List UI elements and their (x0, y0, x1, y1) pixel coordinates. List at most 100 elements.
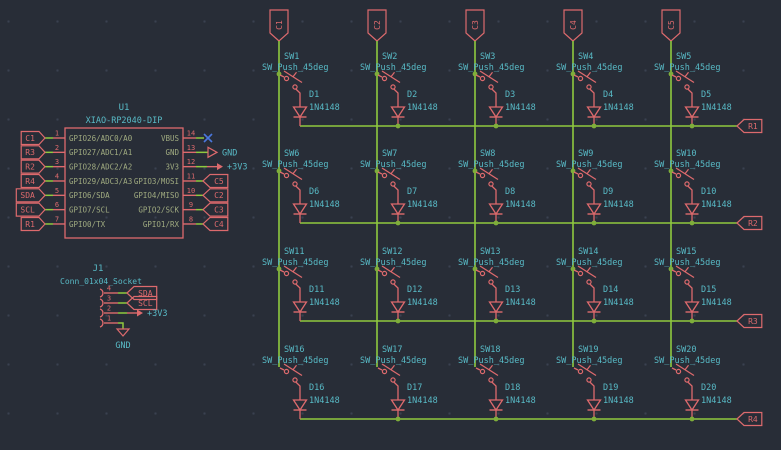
switch-value-sw20[interactable]: SW_Push_45deg (654, 356, 721, 366)
hier-label-scl[interactable]: SCL (15, 202, 46, 217)
connector-pin-4[interactable]: 4 (99, 285, 118, 298)
hier-label-c5[interactable]: C5 (202, 173, 229, 189)
power-symbol-3v3[interactable]: +3V3 (207, 163, 247, 173)
diode-d12[interactable] (390, 301, 406, 321)
hier-label-j1-sda[interactable]: SDA (126, 285, 158, 301)
switch-value-sw8[interactable]: SW_Push_45deg (458, 160, 525, 170)
switch-value-sw7[interactable]: SW_Push_45deg (360, 160, 427, 170)
switch-sw20[interactable] (671, 363, 695, 400)
diode-value-d6[interactable]: 1N4148 (309, 200, 340, 210)
switch-sw14[interactable] (573, 265, 597, 302)
diode-d19[interactable] (586, 399, 602, 419)
diode-ref-d11[interactable]: D11 (309, 285, 324, 295)
junction-dot[interactable] (689, 416, 695, 422)
label-c2-top[interactable]: C2 (367, 9, 387, 42)
switch-ref-sw8[interactable]: SW8 (480, 149, 495, 159)
power-symbol-gnd[interactable]: GND (207, 146, 237, 159)
hier-label-r4[interactable]: R4 (20, 173, 46, 189)
label-r1[interactable]: R1 (736, 118, 763, 134)
diode-value-d1[interactable]: 1N4148 (309, 103, 340, 113)
junction-dot[interactable] (395, 416, 401, 422)
switch-ref-sw15[interactable]: SW15 (676, 247, 696, 257)
diode-ref-d20[interactable]: D20 (701, 383, 716, 393)
switch-sw9[interactable] (573, 167, 597, 204)
label-r3[interactable]: R3 (736, 313, 763, 329)
power-symbol-j1-3v3[interactable]: +3V3 (127, 309, 167, 319)
switch-ref-sw13[interactable]: SW13 (480, 247, 500, 257)
junction-dot[interactable] (493, 318, 499, 324)
switch-ref-sw5[interactable]: SW5 (676, 52, 691, 62)
diode-value-d9[interactable]: 1N4148 (603, 200, 634, 210)
diode-d18[interactable] (488, 399, 504, 419)
junction-dot[interactable] (591, 123, 597, 129)
hier-label-c4[interactable]: C4 (202, 216, 229, 232)
mcu-value[interactable]: XIAO-RP2040-DIP (86, 116, 163, 126)
diode-d8[interactable] (488, 203, 504, 223)
switch-sw4[interactable] (573, 70, 597, 107)
diode-value-d19[interactable]: 1N4148 (603, 396, 634, 406)
switch-ref-sw1[interactable]: SW1 (284, 52, 299, 62)
hier-label-j1-scl[interactable]: SCL (126, 295, 158, 311)
no-connect-icon[interactable] (203, 133, 213, 143)
label-c3-top[interactable]: C3 (465, 9, 485, 42)
switch-value-sw9[interactable]: SW_Push_45deg (556, 160, 623, 170)
switch-ref-sw3[interactable]: SW3 (480, 52, 495, 62)
switch-ref-sw6[interactable]: SW6 (284, 149, 299, 159)
diode-value-d3[interactable]: 1N4148 (505, 103, 536, 113)
connector-pin-2[interactable]: 2 (99, 305, 118, 318)
diode-d3[interactable] (488, 106, 504, 126)
switch-value-sw14[interactable]: SW_Push_45deg (556, 258, 623, 268)
diode-value-d17[interactable]: 1N4148 (407, 396, 438, 406)
switch-sw13[interactable] (475, 265, 499, 302)
diode-ref-d3[interactable]: D3 (505, 90, 515, 100)
diode-ref-d2[interactable]: D2 (407, 90, 417, 100)
diode-value-d2[interactable]: 1N4148 (407, 103, 438, 113)
switch-value-sw18[interactable]: SW_Push_45deg (458, 356, 525, 366)
switch-ref-sw10[interactable]: SW10 (676, 149, 696, 159)
switch-sw7[interactable] (377, 167, 401, 204)
diode-value-d10[interactable]: 1N4148 (701, 200, 732, 210)
switch-ref-sw7[interactable]: SW7 (382, 149, 397, 159)
junction-dot[interactable] (591, 416, 597, 422)
diode-d16[interactable] (292, 399, 308, 419)
diode-d14[interactable] (586, 301, 602, 321)
diode-ref-d10[interactable]: D10 (701, 187, 716, 197)
switch-value-sw3[interactable]: SW_Push_45deg (458, 63, 525, 73)
label-c1-top[interactable]: C1 (269, 9, 289, 42)
label-c5-top[interactable]: C5 (661, 9, 681, 42)
label-r2[interactable]: R2 (736, 215, 763, 231)
hier-label-sda[interactable]: SDA (15, 188, 46, 203)
diode-d1[interactable] (292, 106, 308, 126)
switch-sw5[interactable] (671, 70, 695, 107)
switch-sw11[interactable] (279, 265, 303, 302)
switch-ref-sw17[interactable]: SW17 (382, 345, 402, 355)
diode-ref-d12[interactable]: D12 (407, 285, 422, 295)
junction-dot[interactable] (493, 123, 499, 129)
switch-sw8[interactable] (475, 167, 499, 204)
diode-ref-d18[interactable]: D18 (505, 383, 520, 393)
diode-value-d18[interactable]: 1N4148 (505, 396, 536, 406)
diode-value-d20[interactable]: 1N4148 (701, 396, 732, 406)
switch-ref-sw12[interactable]: SW12 (382, 247, 402, 257)
switch-value-sw19[interactable]: SW_Push_45deg (556, 356, 623, 366)
mcu-symbol-u1[interactable]: U1XIAO-RP2040-DIP1GPIO26/ADC0/A02GPIO27/… (45, 103, 196, 239)
diode-d2[interactable] (390, 106, 406, 126)
diode-value-d11[interactable]: 1N4148 (309, 298, 340, 308)
hier-label-c1[interactable]: C1 (20, 130, 46, 146)
diode-ref-d5[interactable]: D5 (701, 90, 711, 100)
hier-label-c2[interactable]: C2 (202, 188, 229, 203)
connector-value[interactable]: Conn_01x04_Socket (60, 277, 142, 286)
diode-ref-d1[interactable]: D1 (309, 90, 319, 100)
junction-dot[interactable] (689, 220, 695, 226)
switch-value-sw15[interactable]: SW_Push_45deg (654, 258, 721, 268)
connector-pin-1[interactable]: 1 (99, 315, 118, 328)
switch-sw12[interactable] (377, 265, 401, 302)
switch-ref-sw11[interactable]: SW11 (284, 247, 304, 257)
